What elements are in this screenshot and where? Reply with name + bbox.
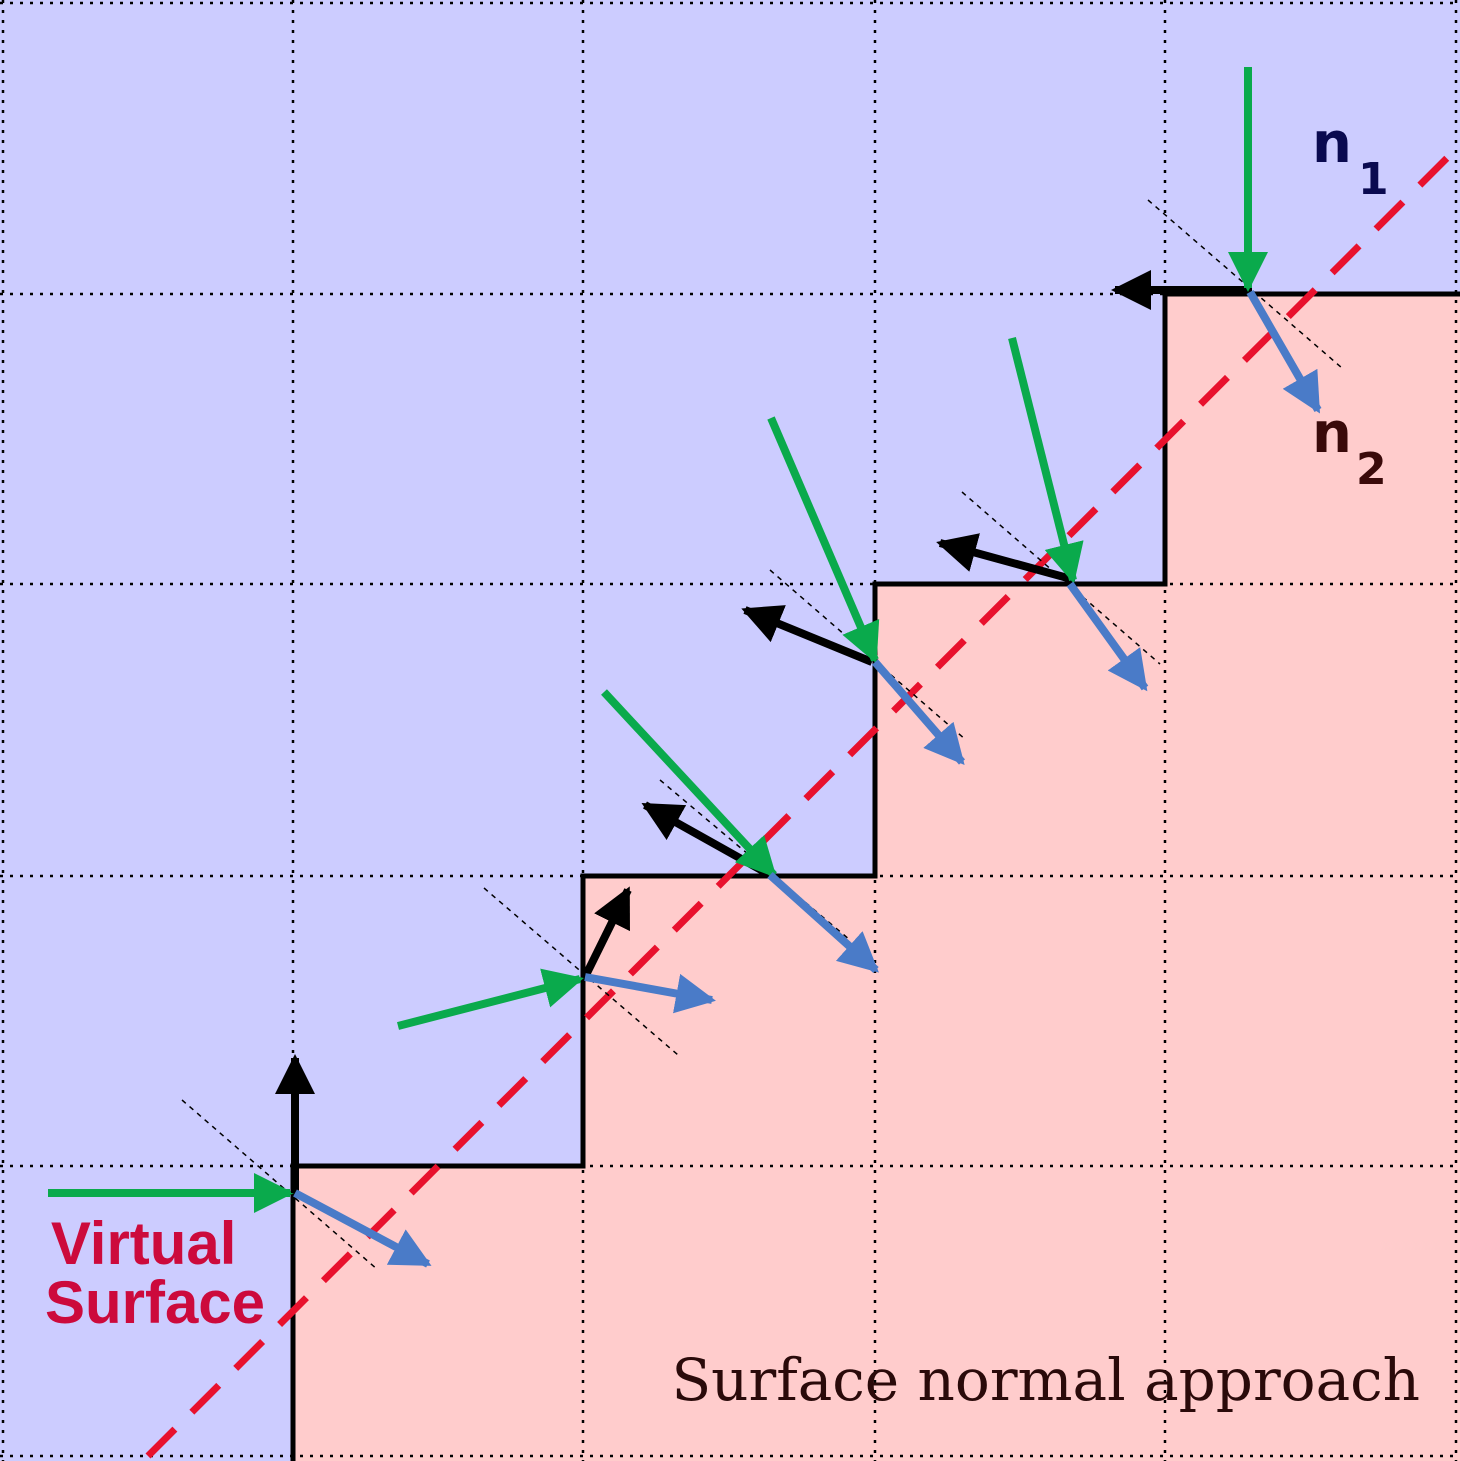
refracted-ray xyxy=(1066,581,1149,692)
n2-label: n 2 xyxy=(1312,401,1387,495)
n1-label-subscript: 1 xyxy=(1358,154,1389,205)
incidence-point-p6 xyxy=(1111,67,1322,414)
incidence-point-p5 xyxy=(936,337,1149,692)
n1-label-main: n xyxy=(1312,111,1352,176)
incident-ray xyxy=(601,689,777,878)
incidence-point-p1 xyxy=(48,1054,432,1268)
refracted-ray xyxy=(767,872,879,973)
refracted-ray xyxy=(293,1189,432,1268)
incident-ray xyxy=(396,968,584,1030)
caption: Surface normal approach xyxy=(671,1346,1420,1414)
n1-label: n 1 xyxy=(1312,111,1389,205)
incidence-point-p4 xyxy=(741,416,966,766)
n2-label-main: n xyxy=(1312,401,1352,466)
incident-ray xyxy=(767,416,880,664)
refracted-ray xyxy=(1246,290,1322,414)
virtual-surface-label-line1: Virtual xyxy=(51,1210,237,1277)
incidence-point-p3 xyxy=(601,689,879,973)
normal-arrow xyxy=(581,886,632,979)
incident-ray xyxy=(1008,337,1084,584)
staircase-boundary xyxy=(290,291,1460,1461)
virtual-surface-label-line2: Surface xyxy=(45,1269,265,1336)
virtual-surface-label: Virtual Surface xyxy=(45,1210,265,1336)
refracted-ray xyxy=(584,973,716,1014)
incidence-point-p2 xyxy=(396,886,716,1030)
refracted-ray xyxy=(871,659,966,766)
n2-label-subscript: 2 xyxy=(1356,444,1387,495)
